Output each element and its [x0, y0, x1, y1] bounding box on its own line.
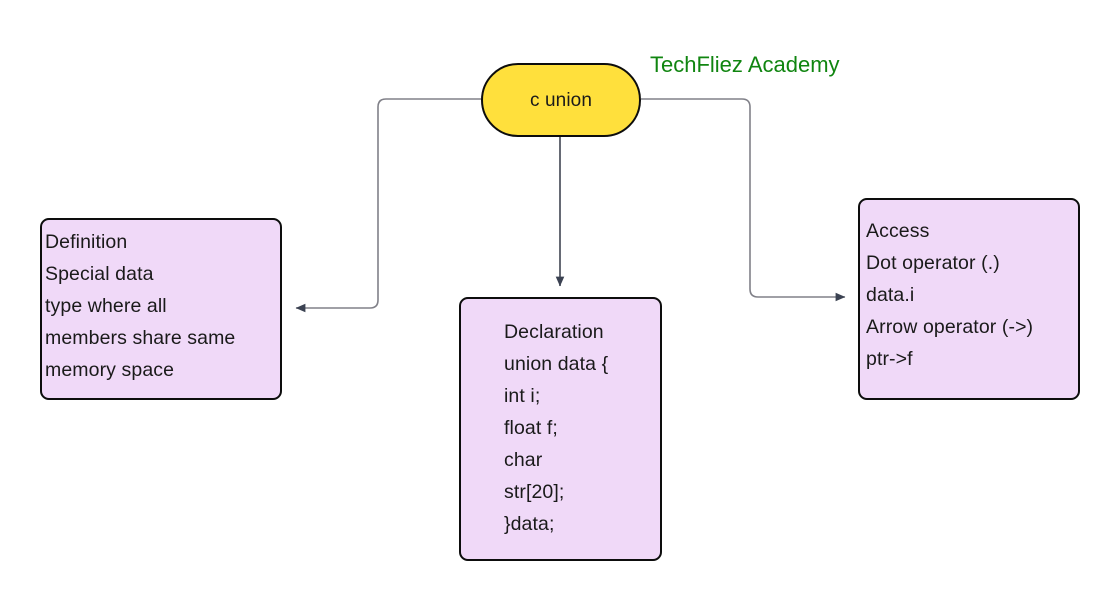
text-line: union data {: [504, 353, 609, 375]
text-line: ptr->f: [866, 348, 913, 370]
text-line: Definition: [45, 231, 128, 253]
node-c-union[interactable]: c union: [481, 63, 641, 137]
text-line: members share same: [45, 327, 236, 349]
diagram-title: TechFliez Academy: [650, 52, 840, 77]
text-line: type where all: [45, 295, 167, 317]
node-access[interactable]: Access Dot operator (.) data.i Arrow ope…: [858, 198, 1080, 400]
text-line: char: [504, 449, 543, 471]
text-line: int i;: [504, 385, 541, 407]
edge-root-to-access: [641, 98, 846, 302]
text-line: Dot operator (.): [866, 252, 1000, 274]
text-line: Arrow operator (->): [866, 316, 1034, 338]
text-line: data.i: [866, 284, 915, 306]
node-declaration-text: Declaration union data { int i; float f;…: [504, 316, 608, 540]
edge-root-to-definition: [295, 98, 481, 313]
node-definition[interactable]: Definition Special data type where all m…: [40, 218, 282, 400]
node-c-union-label: c union: [530, 89, 592, 111]
text-line: }data;: [504, 513, 555, 535]
text-line: Declaration: [504, 321, 604, 343]
text-line: Access: [866, 220, 930, 242]
text-line: Special data: [45, 263, 154, 285]
text-line: str[20];: [504, 481, 565, 503]
node-access-text: Access Dot operator (.) data.i Arrow ope…: [866, 215, 1033, 375]
node-definition-text: Definition Special data type where all m…: [45, 226, 235, 386]
text-line: float f;: [504, 417, 558, 439]
node-declaration[interactable]: Declaration union data { int i; float f;…: [459, 297, 662, 561]
text-line: memory space: [45, 359, 175, 381]
